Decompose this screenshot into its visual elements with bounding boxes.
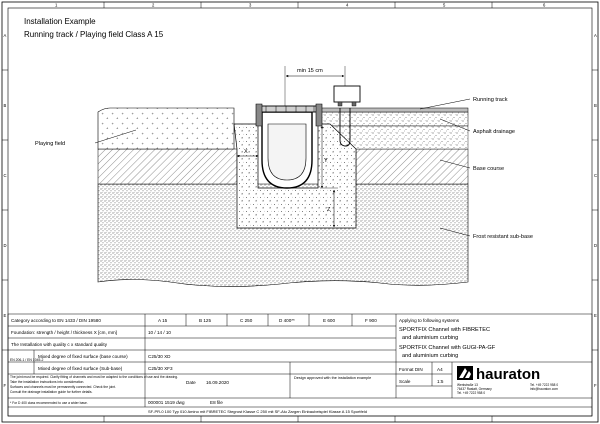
base-course-left	[97, 148, 238, 185]
grid-side-a-right: A	[594, 33, 597, 38]
grid-top-6: 6	[543, 3, 546, 8]
grid-side-f: F	[4, 383, 7, 388]
tb-approval-text: Design approved with the installation ex…	[294, 376, 371, 380]
title-block	[7, 313, 593, 417]
playing-field-layer	[97, 107, 235, 150]
tb-format-label: Format DIN	[399, 367, 423, 372]
grid-top-4: 4	[346, 3, 349, 8]
grid-side-e-right: E	[594, 313, 597, 318]
tb-row-fixed-sub-label: Mixed degree of fixed surface (Sub-base)	[38, 366, 123, 371]
hauraton-logo-mark	[457, 366, 473, 380]
grid-side-d: D	[4, 243, 7, 248]
tb-class-d400: D 400**	[279, 318, 295, 323]
grid-side-a: A	[4, 33, 7, 38]
tb-format-value: A4	[437, 367, 443, 372]
label-dim-x: X	[244, 149, 248, 155]
label-min-width: min 15 cm	[297, 68, 323, 74]
label-running-track: Running track	[473, 97, 508, 103]
tb-base-value: C25/30 XD	[148, 354, 171, 359]
grid-side-e: E	[4, 313, 7, 318]
tb-address-3: Tel. +49 7222 958 0	[457, 391, 485, 395]
tb-scale-value: 1:5	[437, 379, 444, 384]
label-asphalt-drainage: Asphalt drainage	[473, 129, 515, 135]
grid-top-1: 1	[55, 3, 58, 8]
concrete-foundation	[233, 123, 357, 229]
tb-address-2: 76437 Rastatt, Germany	[457, 387, 492, 391]
tb-drawing-no: 000001 1519 dwg	[148, 400, 185, 405]
channel-grate	[257, 105, 321, 113]
tb-note-3: Surfaces and channels must be permanentl…	[10, 385, 116, 389]
tb-class-b125: B 125	[199, 318, 211, 323]
grid-side-b: B	[4, 103, 7, 108]
tb-class-e600: E 600	[323, 318, 335, 323]
running-track-surface	[319, 107, 469, 113]
grid-top-5: 5	[443, 3, 446, 8]
tb-row-foundation-label: Foundation: strength / height / thicknes…	[11, 330, 117, 335]
tb-date-label: Date	[186, 380, 196, 385]
base-course-right	[355, 148, 469, 185]
title-line-2: Running track / Playing field Class A 15	[24, 30, 164, 39]
tb-contact-2: info@hauraton.com	[530, 387, 558, 391]
tb-file-label: E8 file	[210, 400, 223, 405]
tb-side-code: EN 206-1 / EN 1045-2	[10, 358, 43, 362]
label-dim-y: Y	[324, 158, 328, 164]
tb-class-a15: A 15	[158, 318, 168, 323]
label-base-course: Base course	[473, 166, 504, 172]
asphalt-drainage-layer	[319, 111, 469, 127]
channel-inner	[267, 123, 307, 181]
anchor-pin	[339, 108, 351, 147]
tb-system-2b: and aluminium curbing	[402, 353, 458, 359]
aluminium-curb-left	[255, 103, 263, 127]
tb-system-2: SPORTFIX Channel with GUGI-PA-GF	[399, 345, 496, 351]
grid-side-b-right: B	[594, 103, 597, 108]
aluminium-curb-right	[315, 103, 323, 127]
tb-scale-label: Scale	[399, 379, 411, 384]
grid-top-3: 3	[249, 3, 252, 8]
tb-row-fixed-base-label: Mixed degree of fixed surface (base cour…	[38, 354, 128, 359]
tb-note-1: The joint must be required. Clarify fitt…	[10, 375, 178, 379]
grid-top-2: 2	[152, 3, 155, 8]
tb-applying-label: Applying to following systems	[399, 318, 460, 323]
tb-class-f900: F 900	[365, 318, 377, 323]
label-sub-base: Frost resistant sub-base	[473, 234, 533, 240]
tb-bottom-description: SF-PR-0 100 Typ 010 Amino mit FIBRETEC S…	[148, 409, 367, 414]
tb-row-installation-label: The Installation with quality c x standa…	[11, 342, 108, 347]
tb-system-1: SPORTFIX Channel with FIBRETEC	[399, 327, 490, 333]
label-dim-z: Z	[327, 207, 331, 213]
timing-block	[333, 85, 361, 103]
tb-system-1b: and aluminium curbing	[402, 335, 458, 341]
tb-foundation-value: 10 / 14 / 10	[148, 330, 171, 335]
tb-date-value: 16.09.2020	[206, 380, 229, 385]
grid-side-c-right: C	[594, 173, 597, 178]
grid-side-f-right: F	[594, 383, 597, 388]
tb-row-category-label: Category according to EN 1433 / DIN 1958…	[11, 318, 101, 323]
tb-note-2: Take the installation instructions into …	[10, 380, 84, 384]
grid-labels: 1 2 3 4 5 6 A B C D E F A B C D E F	[4, 3, 598, 389]
title-line-1: Installation Example	[24, 17, 96, 26]
brand-name: hauraton	[476, 366, 540, 383]
tb-class-c250: C 250	[240, 318, 253, 323]
cross-section	[94, 66, 471, 287]
tb-note-4: Consult the drainage installation guide …	[10, 390, 93, 394]
tb-sub-value: C25/30 XF3	[148, 366, 173, 371]
grid-side-d-right: D	[594, 243, 597, 248]
label-playing-field: Playing field	[35, 141, 65, 147]
sub-base-layer	[97, 183, 469, 287]
grid-side-c: C	[4, 173, 7, 178]
tb-address-1: Werkstraße 13	[457, 383, 478, 387]
tb-footer-note: * For D 400 class recommended to use a w…	[10, 401, 88, 405]
tb-contact-1: Tel. +49 7222 958 0	[530, 383, 558, 387]
